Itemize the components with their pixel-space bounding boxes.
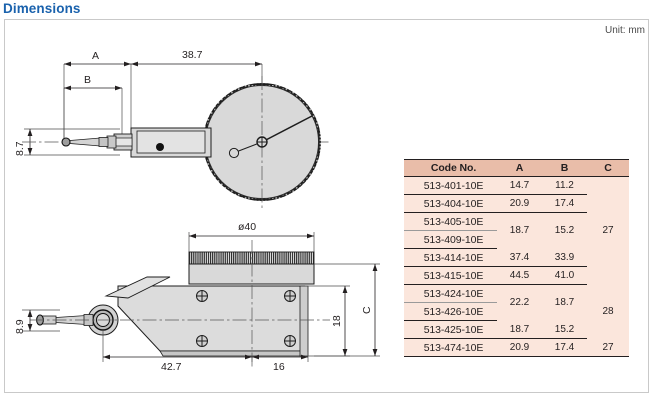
cell-c-merged-27: 27 <box>587 176 629 285</box>
cell-b: 33.9 <box>542 248 587 267</box>
table-row[interactable]: 513-409-10E <box>404 230 629 249</box>
label-dim-8-7: 8.7 <box>14 141 26 156</box>
label-dim-c: C <box>361 306 373 314</box>
cell-code: 513-425-10E <box>404 320 497 339</box>
cell-a-merged: 18.7 <box>497 212 542 249</box>
table-row[interactable]: 513-424-10E 22.2 18.7 28 <box>404 284 629 339</box>
cell-code: 513-415-10E <box>404 266 497 285</box>
cell-code: 513-401-10E <box>404 176 497 195</box>
label-dim-38-7: 38.7 <box>182 49 203 61</box>
cell-code: 513-414-10E <box>404 248 497 267</box>
cell-c-merged-28: 28 <box>587 284 629 339</box>
cell-a-merged: 22.2 <box>497 284 542 321</box>
dimensions-table: Code No. A B C 513-401-10E 14.7 11.2 27 … <box>404 159 629 357</box>
label-dim-42-7: 42.7 <box>161 361 182 373</box>
cell-code: 513-424-10E <box>404 284 497 303</box>
cell-a: 44.5 <box>497 266 542 285</box>
label-dim-b: B <box>84 74 92 86</box>
cell-a: 14.7 <box>497 176 542 195</box>
cell-code: 513-404-10E <box>404 194 497 213</box>
table-row[interactable]: 513-405-10E 18.7 15.2 <box>404 212 629 249</box>
table-row[interactable]: 513-425-10E 18.7 15.2 <box>404 320 629 339</box>
table-row[interactable]: 513-414-10E 37.4 33.9 <box>404 248 629 267</box>
cell-b: 41.0 <box>542 266 587 285</box>
table-row[interactable]: 513-474-10E 20.9 17.4 27 <box>404 338 629 357</box>
cell-code: 513-409-10E <box>404 230 497 249</box>
header-a: A <box>497 159 542 177</box>
cell-b: 11.2 <box>542 176 587 195</box>
cell-code: 513-474-10E <box>404 338 497 357</box>
table-row[interactable]: 513-426-10E <box>404 302 629 321</box>
cell-b-merged: 18.7 <box>542 284 587 321</box>
label-dim-18: 18 <box>331 315 343 327</box>
label-dim-16: 16 <box>273 361 285 373</box>
cell-a: 20.9 <box>497 194 542 213</box>
header-code-no: Code No. <box>404 159 497 177</box>
header-b: B <box>542 159 587 177</box>
page-title: Dimensions <box>3 1 81 16</box>
cell-a: 18.7 <box>497 320 542 339</box>
table-header-row: Code No. A B C <box>404 159 629 177</box>
cell-c: 27 <box>587 338 629 357</box>
table-row[interactable]: 513-401-10E 14.7 11.2 27 <box>404 176 629 285</box>
label-dim-dia40: ø40 <box>238 221 257 233</box>
label-dim-8-9: 8.9 <box>14 319 26 334</box>
cell-b: 17.4 <box>542 338 587 357</box>
cell-code: 513-405-10E <box>404 212 497 231</box>
unit-note: Unit: mm <box>605 25 645 36</box>
cell-code: 513-426-10E <box>404 302 497 321</box>
cell-b-merged: 15.2 <box>542 212 587 249</box>
header-c: C <box>587 159 629 177</box>
cell-a: 20.9 <box>497 338 542 357</box>
table-row[interactable]: 513-415-10E 44.5 41.0 <box>404 266 629 285</box>
label-dim-a: A <box>92 50 100 62</box>
table-row[interactable]: 513-404-10E 20.9 17.4 <box>404 194 629 213</box>
cell-b: 17.4 <box>542 194 587 213</box>
cell-b: 15.2 <box>542 320 587 339</box>
cell-a: 37.4 <box>497 248 542 267</box>
